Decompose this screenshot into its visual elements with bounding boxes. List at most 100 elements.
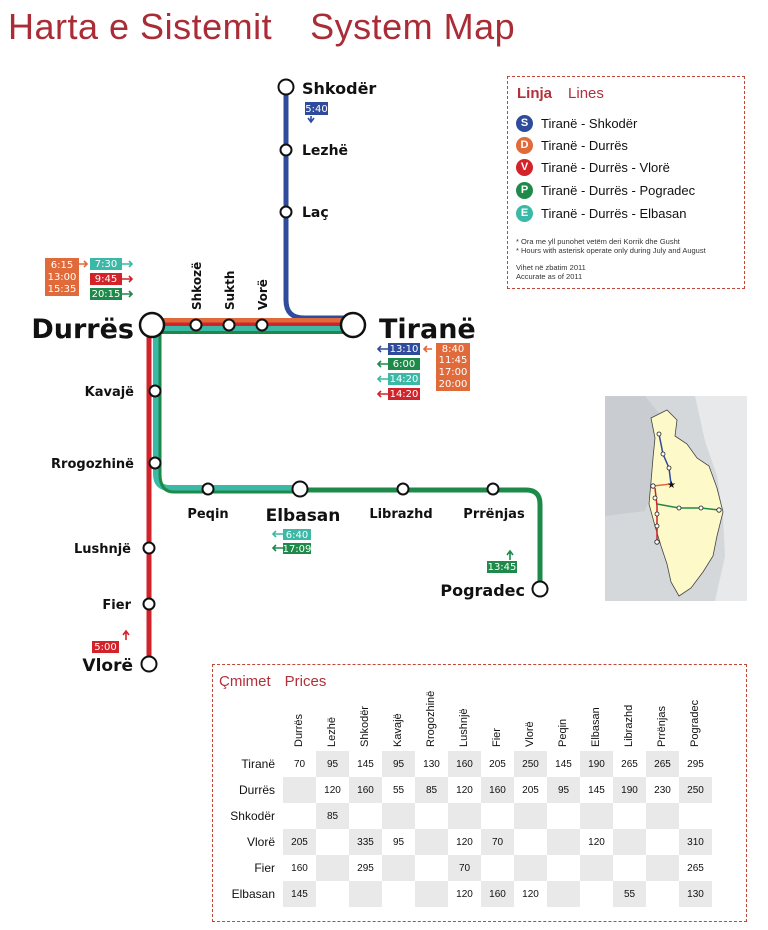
station-rrogozhine-dot[interactable] (148, 456, 162, 470)
time-tirane-p: 6:00 (393, 359, 415, 370)
price-cell (349, 803, 382, 829)
line-p-west (158, 330, 300, 494)
price-cell (679, 803, 712, 829)
price-header-row: Durrës Lezhë Shkodër Kavajë Rrogozhinë L… (217, 685, 712, 751)
label-sukth: Sukth (223, 271, 237, 310)
price-cell: 70 (448, 855, 481, 881)
station-lac-dot[interactable] (279, 205, 293, 219)
price-cell (382, 855, 415, 881)
price-cell (547, 855, 580, 881)
price-cell (481, 803, 514, 829)
station-fier-dot[interactable] (142, 597, 156, 611)
title-albanian: Harta e Sistemit (8, 6, 273, 47)
row-label: Durrës (238, 783, 275, 797)
station-shkoze-dot[interactable] (189, 318, 203, 332)
station-librazhd-dot[interactable] (396, 482, 410, 496)
price-cell: 230 (654, 784, 671, 796)
line-e-badge: E (516, 204, 533, 222)
time-tag-tirane-e (388, 373, 420, 385)
arrow-right-icon (79, 260, 89, 268)
station-lezhe-dot[interactable] (279, 143, 293, 157)
time-tag-tirane-d (436, 343, 470, 391)
arrow-right-icon (122, 275, 134, 283)
price-cell (283, 803, 316, 829)
price-cell (613, 855, 646, 881)
price-cell (415, 881, 448, 907)
station-lushnje-dot[interactable] (142, 541, 156, 555)
station-durres-dot[interactable] (138, 311, 166, 339)
price-table: Durrës Lezhë Shkodër Kavajë Rrogozhinë L… (217, 685, 712, 907)
price-cell (382, 881, 415, 907)
price-cell: 205 (283, 829, 316, 855)
price-cell: 160 (481, 881, 514, 907)
time-elbasan-p: 17:09 (283, 544, 312, 555)
price-cell: 120 (588, 836, 605, 848)
arrow-left-icon (422, 345, 432, 353)
arrow-left-icon (376, 390, 388, 398)
time-tag-durres-d (45, 258, 79, 296)
station-peqin-dot[interactable] (201, 482, 215, 496)
line-d-badge: D (516, 136, 533, 154)
price-cell (382, 803, 415, 829)
station-vore-dot[interactable] (255, 318, 269, 332)
legend-heading-sq: Linja (517, 85, 553, 102)
column-header: Prrënjas (646, 685, 679, 751)
price-cell: 295 (357, 862, 374, 874)
row-label: Tiranë (241, 757, 275, 771)
arrow-down-icon (307, 116, 315, 124)
station-vlore-dot[interactable] (140, 655, 158, 673)
time-elbasan-e: 6:40 (286, 530, 308, 541)
label-lac: Laç (302, 205, 329, 221)
time-tag-durres-e (90, 258, 122, 270)
column-header-label: Peqin (557, 718, 569, 747)
label-durres: Durrës (31, 314, 134, 345)
price-cell: 85 (415, 777, 448, 803)
column-header-label: Prrënjas (656, 706, 668, 747)
price-cell (547, 829, 580, 855)
price-cell: 250 (679, 777, 712, 803)
arrow-up-icon (122, 629, 130, 640)
time-tirane-d-4: 20:00 (439, 379, 468, 390)
inset-map: ★ (605, 396, 747, 601)
station-sukth-dot[interactable] (222, 318, 236, 332)
station-pogradec-dot[interactable] (531, 580, 549, 598)
price-cell: 145 (588, 784, 605, 796)
price-cell: 120 (324, 784, 341, 796)
time-tag-durres-v (90, 273, 122, 285)
time-vlore: 5:00 (94, 642, 116, 653)
column-header-label: Pogradec (689, 699, 701, 747)
albania-inset-svg: ★ (605, 396, 747, 601)
time-tag-tirane-s (388, 343, 420, 355)
price-cell (415, 829, 448, 855)
legend-valid-sq: Vihet në zbatim 2011 (516, 263, 586, 272)
legend-item-e: E Tiranë - Durrës - Elbasan (516, 203, 686, 223)
column-header: Elbasan (580, 685, 613, 751)
price-cell: 95 (382, 751, 415, 777)
station-prrenjas-dot[interactable] (486, 482, 500, 496)
price-cell (646, 829, 679, 855)
price-cell: 130 (679, 881, 712, 907)
price-cell (415, 855, 448, 881)
station-kavaje-dot[interactable] (148, 384, 162, 398)
price-cell (580, 881, 613, 907)
station-shkoder-dot[interactable] (277, 78, 295, 96)
price-cell: 160 (448, 751, 481, 777)
legend-label: Tiranë - Durrës - Pogradec (541, 182, 696, 198)
price-cell: 335 (349, 829, 382, 855)
station-tirane-dot[interactable] (339, 311, 367, 339)
legend-label: Tiranë - Durrës - Elbasan (541, 205, 687, 221)
time-tag-pogradec (487, 561, 517, 573)
station-elbasan-dot[interactable] (291, 480, 309, 498)
label-shkoze: Shkozë (190, 262, 204, 310)
price-cell: 95 (547, 777, 580, 803)
